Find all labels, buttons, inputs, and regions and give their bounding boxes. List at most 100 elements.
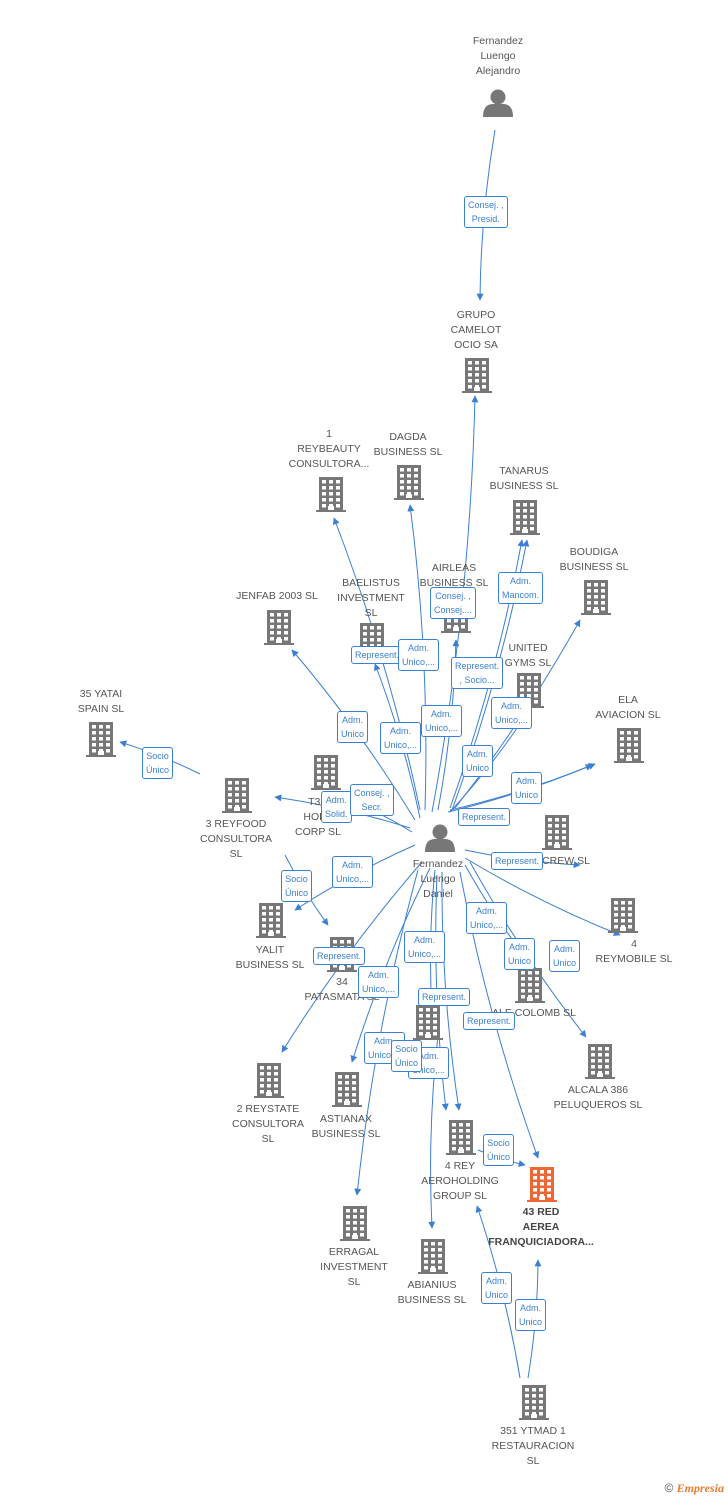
- relation-label-fld-to-colomb[interactable]: Adm.Unico: [504, 938, 536, 970]
- empresia-logo: Empresia: [676, 1481, 724, 1495]
- building-icon[interactable]: [311, 755, 341, 790]
- relation-label-fld-to-ela[interactable]: Represent.: [458, 808, 511, 826]
- building-icon[interactable]: [222, 778, 252, 813]
- building-icon[interactable]: [418, 1239, 448, 1274]
- relation-label-fld-to-airleas[interactable]: Adm.Unico,...: [421, 705, 463, 737]
- relation-label-line: Adm.: [501, 701, 523, 711]
- relation-label-fla-to-camelot[interactable]: Consej. ,Presid.: [464, 196, 508, 228]
- relation-label-fld-to-camelot[interactable]: Consej. ,Consej....: [430, 587, 477, 619]
- node-label-crew[interactable]: CREW SL: [501, 854, 631, 869]
- relation-label-fld-to-reyfood[interactable]: Adm.Solid.: [321, 791, 352, 823]
- node-label-line: GRUPO: [456, 309, 496, 321]
- relation-label-fld-to-dagda[interactable]: Adm.Unico,...: [398, 639, 440, 671]
- relation-label-fld-to-alcala[interactable]: Adm.Unico: [549, 940, 581, 972]
- relation-label-line: Socio: [395, 1044, 418, 1054]
- building-icon[interactable]: [446, 1120, 476, 1155]
- building-icon[interactable]: [264, 610, 294, 645]
- relation-label-line: Adm.: [486, 1276, 508, 1286]
- building-icon[interactable]: [519, 1385, 549, 1420]
- person-icon[interactable]: [425, 824, 455, 853]
- relation-label-line: Presid.: [471, 214, 500, 224]
- relation-label-fld-to-reystate[interactable]: Represent.: [313, 947, 366, 965]
- building-icon[interactable]: [608, 898, 638, 933]
- relation-label-fld-to-yalit[interactable]: Adm.Unico,...: [332, 856, 374, 888]
- building-icon[interactable]: [510, 500, 540, 535]
- relation-label-fld-to-baelistus[interactable]: Adm.Unico,...: [380, 722, 422, 754]
- person-icon[interactable]: [483, 89, 513, 118]
- building-icon[interactable]: [254, 1063, 284, 1098]
- relation-label-fld-to-redaerea[interactable]: Represent.: [463, 1012, 516, 1030]
- relation-label-fld-to-unitedgyms[interactable]: Adm.Unico: [462, 745, 494, 777]
- relation-label-fld-to-boudiga[interactable]: Adm.Unico,...: [491, 697, 533, 729]
- building-icon[interactable]: [340, 1206, 370, 1241]
- building-icon[interactable]: [86, 722, 116, 757]
- building-icon[interactable]: [542, 815, 572, 850]
- building-icon[interactable]: [581, 580, 611, 615]
- node-label-jenfab[interactable]: JENFAB 2003 SL: [212, 589, 342, 604]
- node-label-line: BUSINESS SL: [397, 1294, 467, 1306]
- building-icon[interactable]: [527, 1167, 557, 1202]
- relation-label-fld-to-reymobile[interactable]: Adm.Unico,...: [466, 902, 508, 934]
- relation-label-line: Adm.: [554, 944, 576, 954]
- building-icon[interactable]: [316, 477, 346, 512]
- relation-label-fld-to-ela[interactable]: Adm.Unico: [511, 772, 543, 804]
- relation-label-ytmad-to-aeroholding[interactable]: Adm.Unico: [481, 1272, 513, 1304]
- building-icon[interactable]: [413, 1005, 443, 1040]
- building-icon[interactable]: [515, 968, 545, 1003]
- building-icon[interactable]: [332, 1072, 362, 1107]
- relation-label-fld-to-aeroholding[interactable]: Represent.: [418, 988, 471, 1006]
- building-icon[interactable]: [462, 358, 492, 393]
- building-icon[interactable]: [614, 728, 644, 763]
- building-icon[interactable]: [256, 903, 286, 938]
- relation-label-fld-to-tanarus[interactable]: Adm.Mancom.: [498, 572, 544, 604]
- relation-label-line: Consej. ,: [354, 788, 390, 798]
- node-label-line: FRANQUICIADORA...: [488, 1236, 594, 1248]
- relation-label-fld-to-tanarus[interactable]: Represent., Socio...: [451, 657, 504, 689]
- node-label-line: 2 REYSTATE: [236, 1103, 300, 1115]
- node-label-line: CAMELOT: [450, 324, 502, 336]
- node-label-line: YALIT: [255, 944, 285, 956]
- building-icon[interactable]: [394, 465, 424, 500]
- relation-label-fld-to-astianax[interactable]: Adm.Unico,...: [358, 966, 400, 998]
- relation-label-line: Adm.: [414, 935, 436, 945]
- relation-label-fld-to-jenfab[interactable]: Adm.Unico: [337, 711, 369, 743]
- relation-label-fld-to-crew[interactable]: Represent.: [491, 852, 544, 870]
- relation-label-line: Solid.: [325, 809, 348, 819]
- building-icon[interactable]: [585, 1044, 615, 1079]
- relation-label-fld-to-midco[interactable]: Adm.Unico,...: [404, 931, 446, 963]
- relation-label-fld-to-reybeauty[interactable]: Represent.: [351, 646, 404, 664]
- node-label-line: BOUDIGA: [569, 546, 619, 558]
- relation-label-fld-to-t3h[interactable]: Consej. , Secr.: [350, 784, 394, 816]
- relation-label-line: Único: [487, 1152, 511, 1162]
- relation-label-line: Represent.: [422, 992, 467, 1002]
- relation-label-ytmad-to-redaerea[interactable]: Adm.Unico: [515, 1299, 547, 1331]
- relation-label-line: Secr.: [361, 802, 383, 812]
